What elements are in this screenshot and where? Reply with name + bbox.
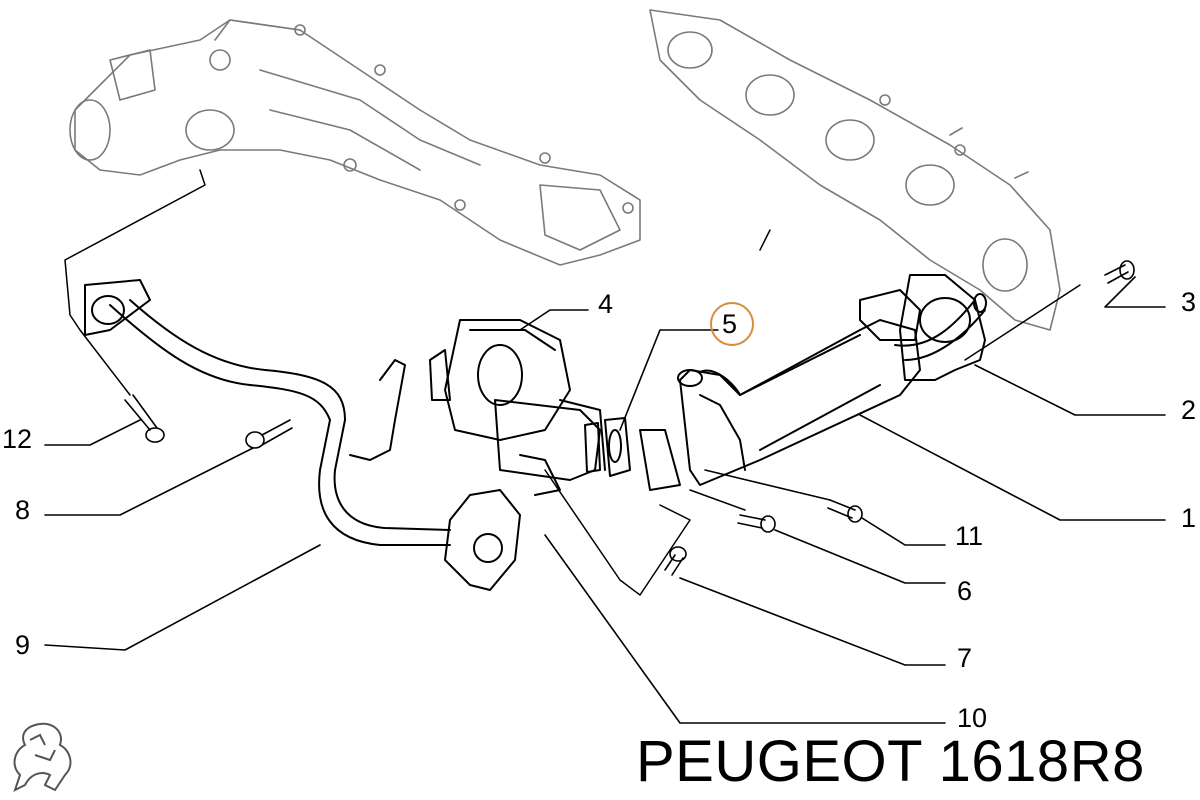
leader-lines [44,276,1166,724]
bolt-11 [827,499,863,523]
highlight-ring-5 [710,302,754,346]
callout-2: 2 [1181,395,1197,425]
callout-3: 3 [1181,287,1197,317]
egr-valve-4 [429,319,606,496]
peugeot-lion-logo [13,722,72,792]
egr-pipe-9 [84,279,521,591]
gasket-5 [584,417,681,491]
callout-1: 1 [1181,503,1197,533]
bolt-6 [737,514,776,533]
callout-5: 5 [722,309,738,339]
bolt-8 [245,419,293,449]
intake-manifold [69,19,641,266]
bolt-7 [664,546,687,576]
callout-6: 6 [957,576,973,606]
callout-4: 4 [598,289,614,319]
callout-7: 7 [957,643,973,673]
cooler-outlet-2 [894,274,987,381]
callout-10: 10 [957,703,988,733]
alignment-lines [64,169,1081,596]
bolt-3 [1104,260,1135,284]
exhaust-manifold [649,9,1061,331]
bolts [124,260,1135,576]
callout-11: 11 [955,521,984,551]
callout-8: 8 [15,495,31,525]
callout-12: 12 [2,424,33,454]
bolt-12 [124,394,165,443]
part-number-caption: PEUGEOT 1618R8 [636,729,1145,794]
egr-cooler-1 [677,289,921,486]
callout-9: 9 [15,630,31,660]
